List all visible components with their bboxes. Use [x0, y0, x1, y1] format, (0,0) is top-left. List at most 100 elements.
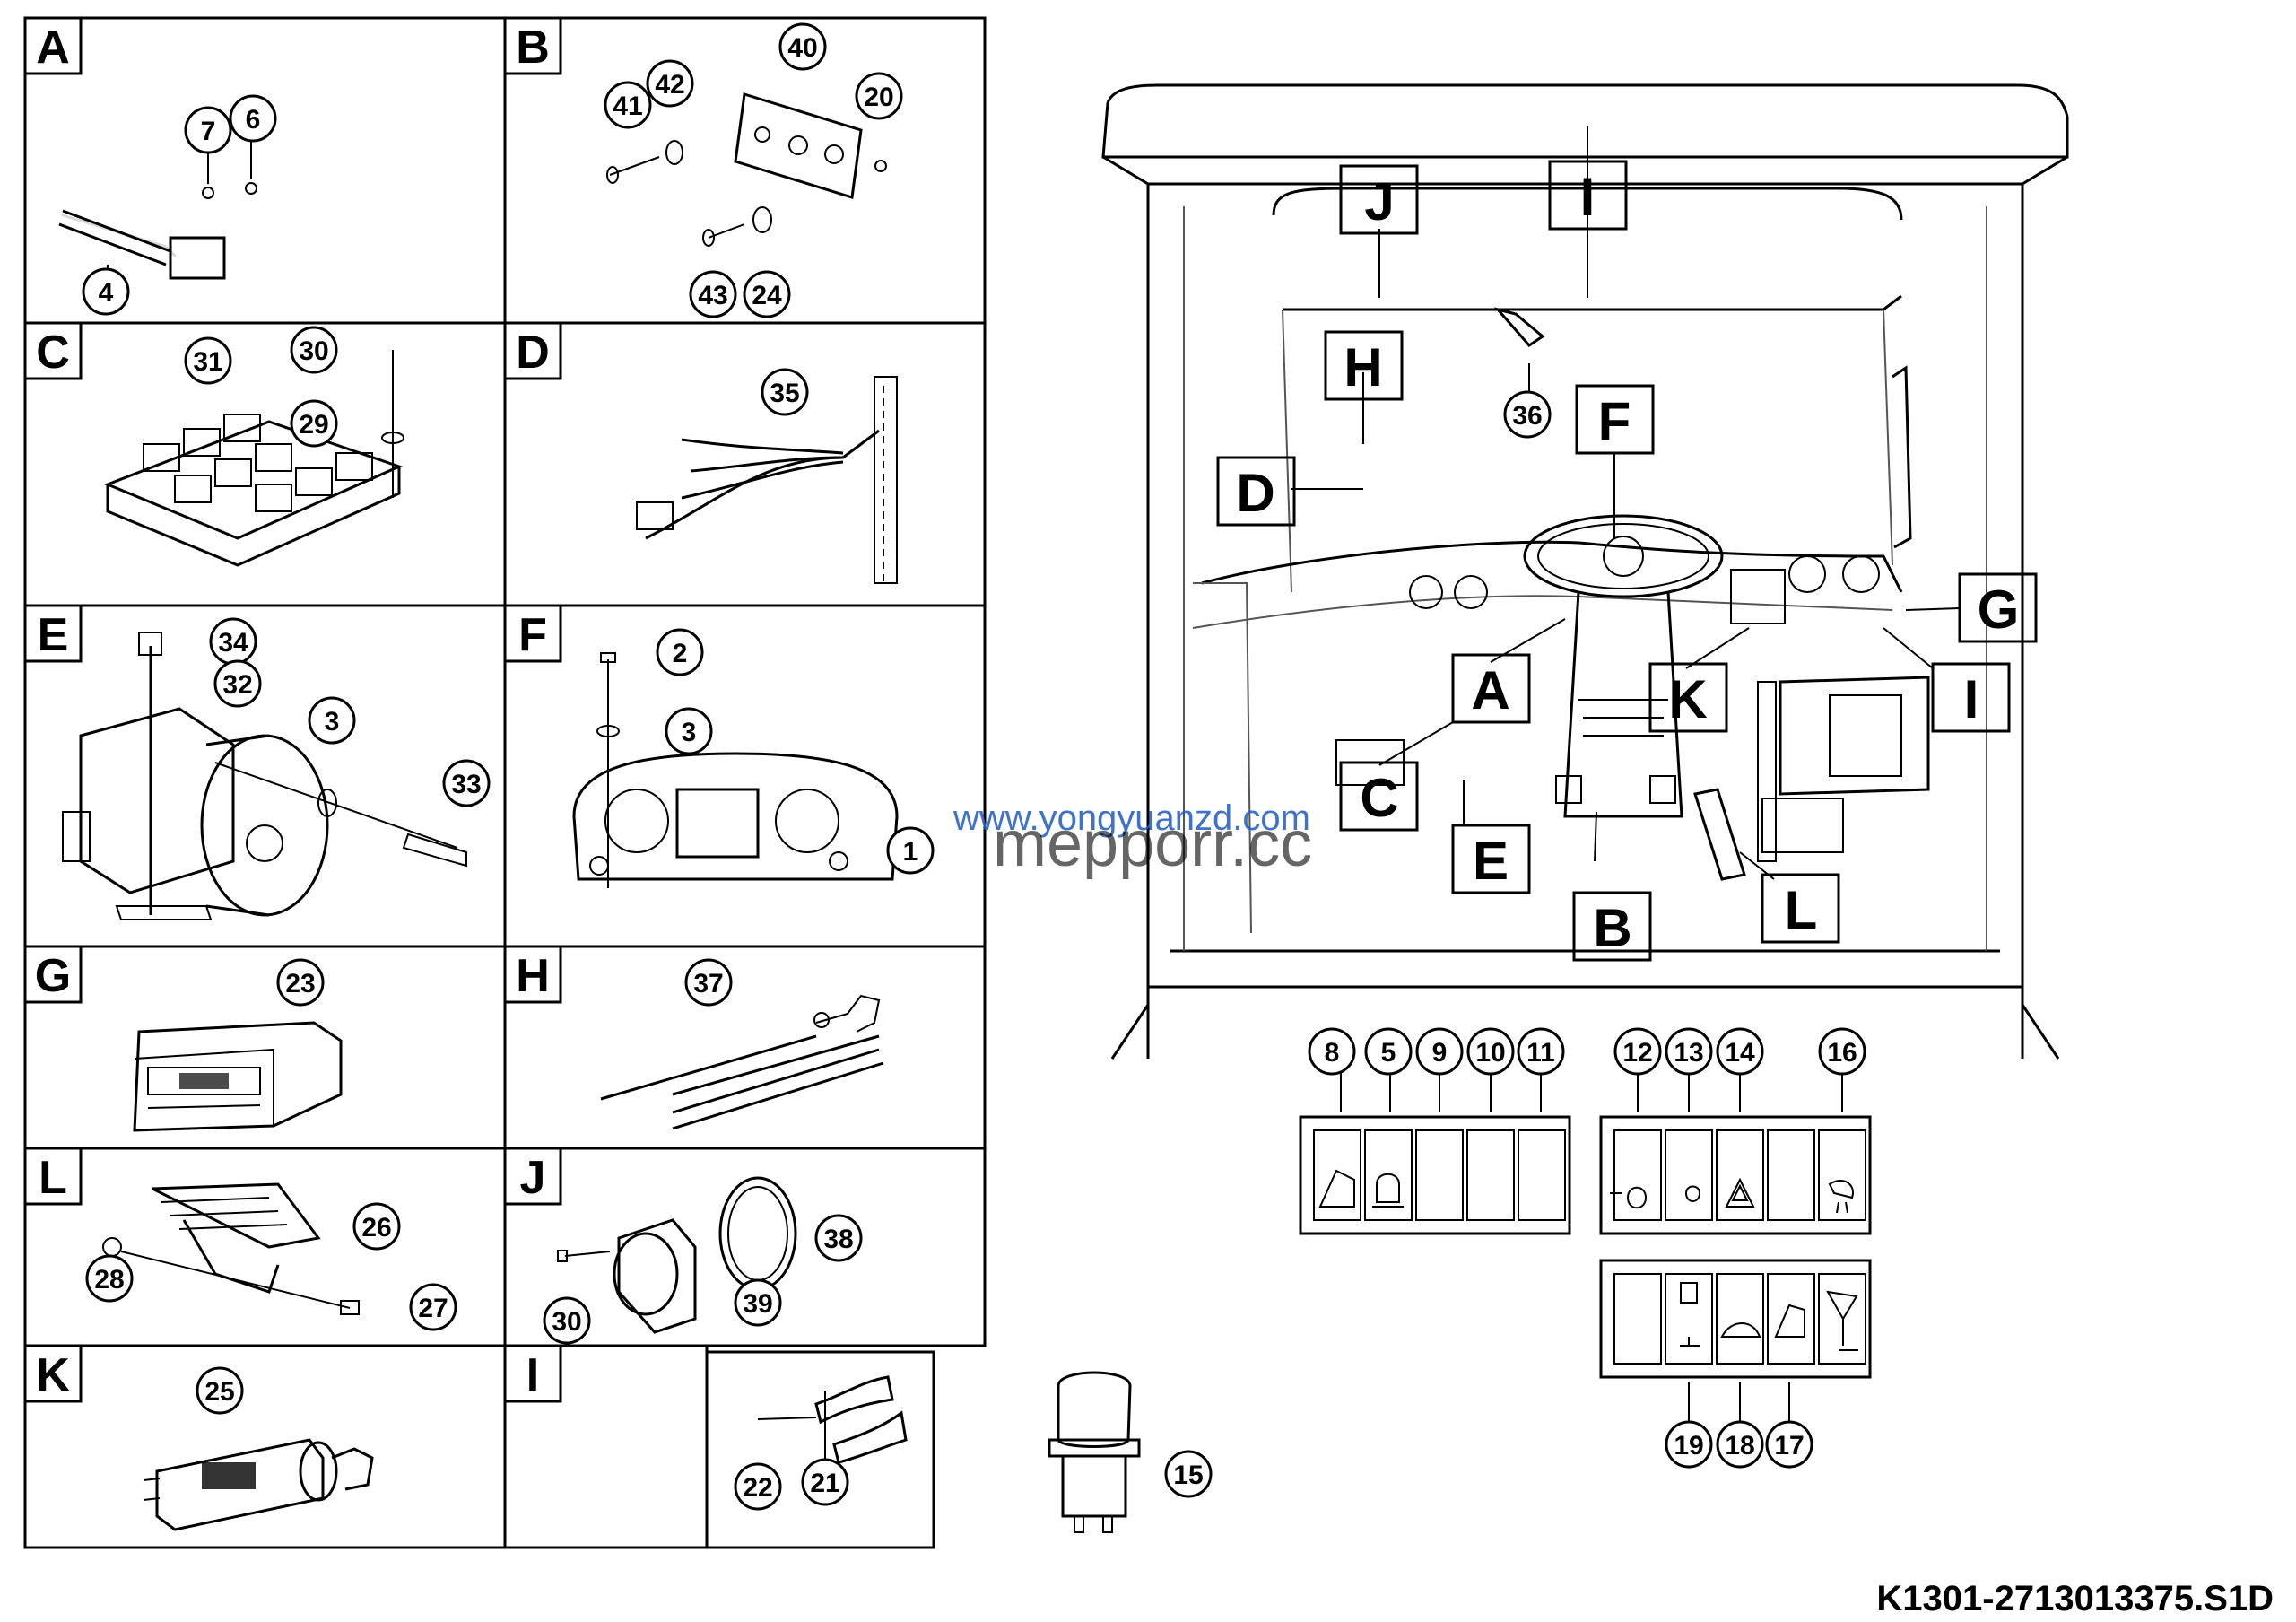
callout-circle — [213, 659, 262, 708]
callout-27: 27 — [409, 1283, 457, 1331]
panel-letter-g: G — [23, 945, 83, 1004]
callout-circle — [82, 267, 130, 316]
beacon-icon — [1372, 1173, 1404, 1208]
callout-circle — [684, 958, 733, 1007]
callout-number: 3 — [682, 718, 697, 747]
cab-tag-j: J — [1339, 164, 1419, 235]
callout-36: 36 — [1503, 390, 1552, 439]
panel-f-drawing — [572, 652, 899, 888]
callout-circle — [229, 94, 277, 143]
callout-number: 30 — [552, 1307, 581, 1337]
watermark: www.yongyuanzd.com mepporr.cc — [952, 798, 1312, 880]
panel-k-drawing — [143, 1438, 374, 1531]
callout-number: 32 — [222, 670, 252, 700]
callout-number: 20 — [864, 83, 893, 112]
cab-tag-l: L — [1761, 873, 1840, 944]
callout-number: 35 — [770, 379, 799, 408]
callout-number: 36 — [1512, 401, 1542, 431]
svg-text:B: B — [1593, 898, 1631, 958]
callout-number: 12 — [1622, 1038, 1652, 1068]
callout-circle — [734, 1278, 782, 1327]
panel-letter-i: I — [503, 1344, 562, 1403]
panel-h-drawing — [600, 994, 884, 1130]
callout-circle — [1415, 1027, 1464, 1076]
callout-30: 30 — [290, 326, 338, 374]
callout-25: 25 — [196, 1366, 244, 1415]
callout-16: 16 — [1818, 1027, 1866, 1076]
callout-circle — [656, 628, 704, 676]
cab-tag-f: F — [1575, 384, 1655, 455]
svg-text:H: H — [1344, 337, 1382, 397]
callout-circle — [1164, 1450, 1213, 1498]
svg-text:G: G — [1978, 580, 2020, 640]
hazard-icon — [1725, 1177, 1755, 1208]
callout-circle — [308, 696, 356, 745]
callout-37: 37 — [684, 958, 733, 1007]
callout-circle — [604, 81, 652, 129]
svg-text:I: I — [1580, 167, 1596, 227]
callout-26: 26 — [352, 1202, 401, 1251]
cab-tag-b: B — [1572, 891, 1652, 962]
callout-1: 1 — [886, 826, 935, 875]
callout-circle — [1517, 1027, 1565, 1076]
callout-number: 2 — [673, 639, 688, 668]
callout-number: 7 — [201, 117, 216, 146]
cab-tag-e: E — [1451, 824, 1531, 894]
callout-14: 14 — [1716, 1027, 1764, 1076]
switch-panel-2 — [1599, 1068, 1872, 1235]
svg-text:I: I — [1964, 669, 1979, 729]
callout-2: 2 — [656, 628, 704, 676]
panel-c-drawing — [103, 350, 404, 567]
callout-circle — [743, 270, 791, 318]
headlight-icon — [1610, 1186, 1648, 1209]
callout-number: 28 — [94, 1265, 124, 1295]
callout-21: 21 — [801, 1458, 849, 1506]
callout-number: 43 — [698, 281, 727, 310]
svg-text:C: C — [36, 327, 70, 379]
callout-number: 39 — [743, 1289, 772, 1319]
panel-letter-k: K — [23, 1344, 83, 1403]
callout-number: 17 — [1774, 1431, 1804, 1461]
callout-31: 31 — [184, 336, 232, 385]
cab-tag-i-top: I — [1548, 160, 1628, 231]
svg-text:H: H — [516, 950, 550, 1002]
callout-number: 18 — [1725, 1431, 1754, 1461]
callout-circle — [1765, 1420, 1813, 1469]
callout-circle — [196, 1366, 244, 1415]
callout-number: 42 — [655, 70, 684, 100]
callout-circle — [886, 826, 935, 875]
svg-text:L: L — [1785, 880, 1818, 940]
callout-circle — [1364, 1027, 1413, 1076]
work-light-icon — [1828, 1180, 1854, 1214]
callout-number: 41 — [613, 92, 642, 121]
callout-4: 4 — [82, 267, 130, 316]
callout-42: 42 — [646, 59, 694, 108]
callout-20: 20 — [855, 72, 903, 120]
svg-text:C: C — [1360, 768, 1398, 828]
callout-30: 30 — [543, 1296, 591, 1345]
callout-43: 43 — [689, 270, 737, 318]
callout-15: 15 — [1164, 1450, 1213, 1498]
cab-drawing — [1101, 83, 2069, 1060]
callout-9: 9 — [1415, 1027, 1464, 1076]
panel-letter-c: C — [23, 321, 83, 380]
callout-13: 13 — [1665, 1027, 1713, 1076]
wiper-icon — [1318, 1169, 1355, 1208]
callout-number: 13 — [1674, 1038, 1703, 1068]
callout-3: 3 — [665, 707, 713, 755]
callout-number: 1 — [903, 837, 918, 867]
fog-light-icon — [1684, 1185, 1701, 1202]
cab-tag-c: C — [1339, 761, 1419, 832]
cab-tag-h: H — [1324, 330, 1404, 401]
callout-17: 17 — [1765, 1420, 1813, 1469]
callout-24: 24 — [743, 270, 791, 318]
svg-text:D: D — [516, 327, 550, 379]
switch-panel-3 — [1599, 1259, 1872, 1426]
callout-circle — [1613, 1027, 1662, 1076]
callout-circle — [646, 59, 694, 108]
cab-tags: J I H F D G A K I C E B L — [1216, 160, 2038, 962]
callout-38: 38 — [814, 1214, 863, 1262]
svg-text:A: A — [36, 22, 70, 74]
fuel-icon — [1680, 1282, 1700, 1347]
callout-circle — [1503, 390, 1552, 439]
